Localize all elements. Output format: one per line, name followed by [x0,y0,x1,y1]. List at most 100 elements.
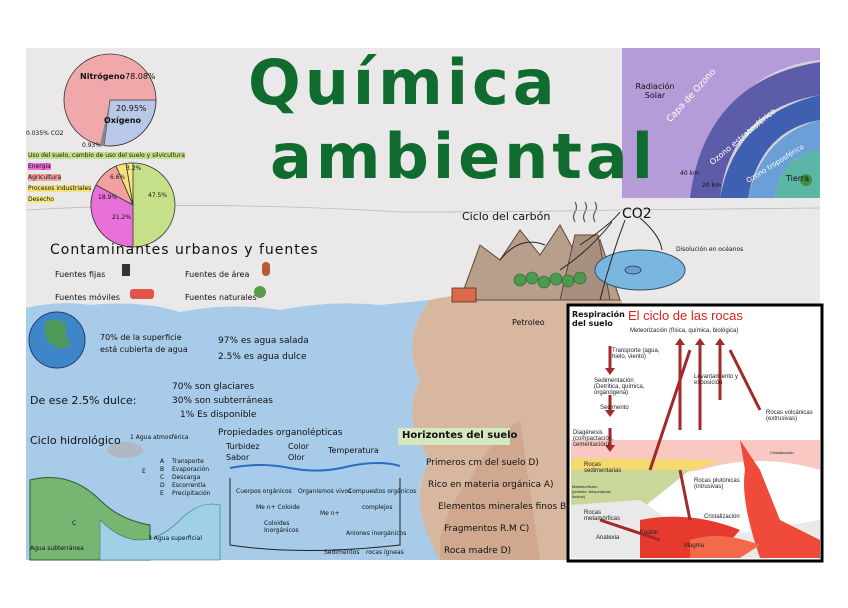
pie2-value-4: 3.2% [126,165,142,172]
agua-sup1: 70% de la superficie [100,333,182,342]
hidro-letter-a: A [160,458,165,465]
factory [451,287,477,303]
quim-coloides: Coloides Inorgánicos [264,520,299,534]
rocas-plutonicas: Rocas plutónicas (intrusivas) [694,478,740,490]
pie2-slice-desecho [125,162,134,206]
pie2-legend-3: Procesos industriales [28,185,92,192]
quim-aniones: Aniones inorgánicos [346,530,407,537]
pie1-label-nitrogen: Nitrógeno [80,72,126,81]
agua-de-ese: De ese 2.5% dulce: [30,394,137,407]
pie2-value-2: 18.9% [98,194,118,201]
pie1-value-nitrogen: 78.08% [125,72,156,81]
horizontes-heading: Horizontes del suelo [402,430,518,441]
hidro-letter-e: E [160,490,164,497]
hidro-letter-d: D [160,482,165,489]
rocas-cristalizacion: Cristalización [704,514,740,520]
emissions-pie-chart [90,162,176,248]
factory-icon [122,264,130,276]
agua-glaciares: 70% son glaciares [172,382,255,392]
rocas-title: El ciclo de las rocas [628,308,743,323]
contaminantes-area: Fuentes de área [185,270,250,279]
water-region [26,300,440,560]
hidro-c-label: C [72,520,77,527]
atm-alt2: 20 km [702,182,721,189]
hydro-basin [99,503,221,561]
rock-arrows [599,345,762,542]
rocas-levantamiento: Levantamiento y exposición [694,374,739,386]
rocas-sedimento: Sedimento [600,405,629,411]
person-icon [262,262,270,276]
agua-salada: 97% es agua salada [218,336,309,346]
organo-color: Color [288,442,309,451]
earth-globe [775,150,820,198]
horizonte-3: Fragmentos R.M C) [444,524,530,534]
pie1-slice-argon [100,100,110,146]
horizonte-1: Rico en materia orgánica A) [428,480,554,490]
hidro-subterranea: Agua subterránea [30,545,84,552]
pie1-value-co2: 0.035% CO2 [26,130,64,137]
ozone-band [690,62,820,198]
agua-subterraneas: 30% son subterráneas [172,396,273,406]
contaminantes-fijas: Fuentes fijas [55,270,106,279]
carbono-heading: Ciclo del carbón [462,210,551,223]
car-icon [130,289,154,299]
quim-complejos: complejos [362,504,393,511]
carbono-petroleo: Petroleo [512,318,545,327]
pie2-value-0: 47.5% [148,192,168,199]
pie2-legend-2: Agricultura [28,174,62,181]
quim-organismos: Organismos vivos [298,488,352,495]
rocas-cristalizacion-2: Cristalización [770,450,794,455]
hidro-superficial: 3 Agua superficial [148,535,203,542]
hidro-proceso-1: Evaporación [172,466,210,473]
rocas-volcanicas: Rocas volcánicas (extrusivas) [766,410,813,422]
rocas-magma: Magma [684,543,705,549]
quim-me2: Me n+ [320,510,340,517]
rocas-metamorficas: Rocas metamórficas [584,510,621,522]
contaminantes-moviles: Fuentes móviles [55,293,120,302]
rocas-meteorizacion: Meteorización (física, química, biológic… [630,328,739,334]
contaminantes-naturales: Fuentes naturales [185,293,257,302]
quim-sedimentos: Sedimentos [324,549,360,556]
tree-icon [254,286,266,298]
organo-olor: Olor [288,453,305,462]
quim-cuerpos: Cuerpos orgánicos [236,488,292,495]
pie2-legend-4: Desecho [28,196,54,203]
page-title-line2: ambiental [270,120,657,193]
contaminantes-heading: Contaminantes urbanos y fuentes [50,242,319,258]
rocas-sedimentarias: Rocas sedimentarias [584,462,622,474]
hidro-proceso-4: Precipitación [172,490,211,497]
rocas-fusion: Fusión [640,530,659,536]
rocas-metamorfismo: Metamorfismo (presión, temperatura, flui… [572,484,612,499]
horizonte-4: Roca madre D) [444,546,512,556]
carbon-arrows [499,211,663,301]
pie2-legend-1: Energía [28,163,51,170]
stratosphere-band [720,95,820,198]
organo-heading: Propiedades organolépticas [218,428,343,438]
aqueous-box [229,478,401,551]
atm-radiacion: Radiación Solar [635,82,675,100]
hidro-proceso-3: Escorrentía [172,482,206,489]
atm-tierra: Tierra [786,174,810,183]
pie1-value-oxygen: 20.95% [116,104,147,113]
pie2-legend-0: Uso del suelo, cambio de uso del suelo y… [28,152,185,159]
agua-sup2: está cubierta de agua [100,345,188,354]
hidro-letter-c: C [160,474,165,481]
rocas-diagenesis: Diagénesis (compactación, cementación) [573,430,614,448]
hidro-heading: Ciclo hidrológico [30,434,121,447]
pie1-value-argon: 0.93% [82,142,102,149]
hidro-letter-b: B [160,466,165,473]
atm-alt1: 40 km [680,170,699,177]
page-title-line1: Química [248,46,559,119]
organo-sabor: Sabor [226,453,250,462]
carbono-co2: CO2 [622,206,652,222]
quim-rocas: rocas ígneas [366,549,404,556]
pie1-slice-oxygen [103,99,157,147]
hidro-proceso-2: Descarga [172,474,201,481]
hidro-proceso-0: Transporte [172,458,204,465]
organo-temperatura: Temperatura [328,446,379,455]
hidro-e-label: E [142,468,146,475]
rocas-transporte: Transporte (agua, hielo, viento) [612,348,660,360]
quim-me: Me n+ Coloide [256,504,300,511]
troposphere-band [748,120,820,198]
